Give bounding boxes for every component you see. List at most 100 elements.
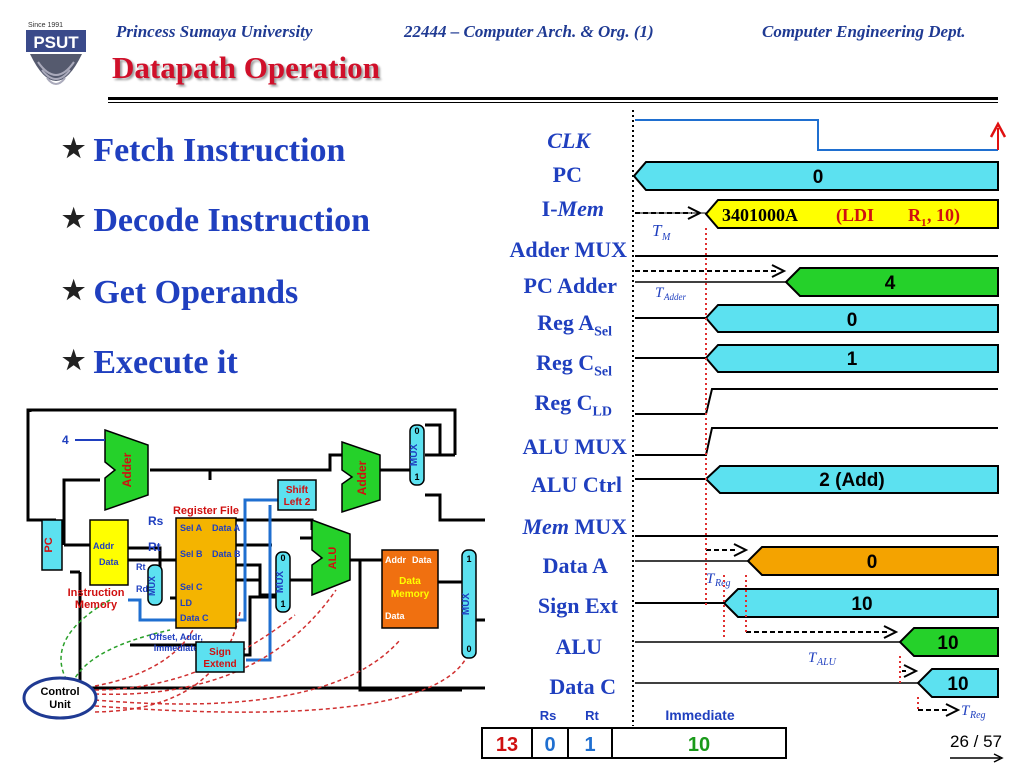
reg-c-sel-bus [704, 344, 999, 373]
signal-alu-label: ALU [555, 634, 602, 659]
star-icon: ★ [62, 346, 86, 375]
rt-field: 1 [584, 734, 595, 756]
mux-rf-label: MUX [147, 576, 157, 596]
signal-mem-mux-label: Mem MUX [522, 514, 628, 539]
signal-pc-adder-label: PC Adder [523, 273, 618, 298]
mux-out-label: MUX [461, 593, 472, 616]
register-file [175, 517, 237, 629]
rs-field-label: Rs [540, 708, 557, 723]
talu-label: T [808, 650, 818, 666]
mux-alu-1: 1 [280, 599, 285, 609]
reg-c-ld-line [635, 388, 998, 415]
datapath-diagram: Adder 4 Adder 0 MUX 1 Shift Left 2 PC Ad… [22, 408, 485, 720]
signal-reg-c-ld-label: Reg CLD [534, 390, 613, 420]
pc-value: 0 [813, 167, 824, 188]
header-course: 22444 – Computer Arch. & Org. (1) [404, 22, 654, 41]
talu-sub: ALU [816, 657, 837, 668]
alu-mux-line [635, 427, 998, 456]
mux-alu [275, 551, 291, 613]
const-4: 4 [62, 433, 69, 447]
imem-hex: 3401000A [722, 205, 798, 225]
imem-reg: R [908, 205, 922, 225]
timing-markers [705, 228, 919, 712]
pc-register-label: PC [43, 537, 55, 552]
dmem-label-2: Memory [391, 589, 430, 600]
opcode-field: 13 [496, 734, 518, 756]
instruction-format: Rs Rt Immediate 13 0 1 10 [481, 707, 787, 759]
signal-clk-label: CLK [547, 128, 590, 153]
rf-data-c: Data C [180, 613, 209, 623]
rf-sel-b: Sel B [180, 549, 203, 559]
dmem-addr: Addr [385, 555, 406, 565]
pc-adder-bus [784, 267, 999, 297]
treg-sub: Reg [714, 578, 731, 589]
clk-edge-arrow-icon [989, 121, 1007, 138]
alu-unit-label: ALU [327, 547, 339, 570]
rs-field: 0 [544, 734, 555, 756]
mux-out-1: 1 [466, 554, 471, 564]
shift-left-2 [277, 479, 317, 511]
mux-alu-label: MUX [275, 571, 286, 594]
offset-label-2: Immediate [154, 643, 199, 653]
adder-1 [104, 428, 149, 512]
bullet-operands: ★Get Operands [62, 274, 299, 311]
alu-unit [311, 518, 351, 597]
alu-value: 10 [937, 633, 958, 654]
treg2-sub: Reg [969, 710, 986, 721]
control-unit-1: Control [40, 686, 79, 698]
page-number: 26 / 57 [950, 732, 1002, 751]
signal-reg-c-sel-label: Reg CSel [536, 350, 612, 380]
tadder-sub: Adder [663, 292, 686, 302]
data-memory [381, 549, 439, 629]
adder-1-label: Adder [120, 452, 134, 487]
treg2-label: T [961, 703, 971, 719]
mux-out-0: 0 [466, 644, 471, 654]
dmem-data-out: Data [412, 555, 433, 565]
mux-out [461, 549, 477, 659]
rt-field-label: Rt [585, 708, 599, 723]
signal-pc-label: PC [552, 162, 582, 187]
bullet-execute: ★Execute it [62, 344, 238, 381]
treg-label: T [706, 571, 716, 587]
data-c-value: 10 [947, 674, 968, 695]
shift-line1: Shift [286, 485, 309, 496]
imem-rest: , 10) [927, 205, 960, 226]
rf-data-b: Data B [212, 549, 241, 559]
star-icon: ★ [62, 134, 86, 163]
title-rule [108, 97, 998, 100]
sign-extend [195, 641, 245, 673]
adder-2 [341, 440, 381, 514]
alu-ctrl-bus [704, 465, 999, 494]
register-file-title: Register File [173, 505, 239, 517]
control-unit-2: Unit [49, 699, 71, 711]
signal-sign-ext-label: Sign Ext [537, 593, 618, 618]
header-university: Princess Sumaya University [116, 22, 313, 41]
imem-reg-sub: 1 [921, 217, 927, 229]
mux-top-label: MUX [409, 444, 420, 467]
data-c-bus [916, 668, 999, 698]
pc-bus [632, 161, 999, 191]
signal-adder-mux-label: Adder MUX [509, 237, 627, 262]
rf-sel-a: Sel A [180, 523, 203, 533]
data-a-value: 0 [867, 552, 878, 573]
alu-bus [898, 627, 999, 657]
mux-alu-0: 0 [280, 553, 285, 563]
mux-top-1: 1 [414, 472, 419, 482]
imem-addr: Addr [93, 541, 114, 551]
imm-field: 10 [688, 734, 710, 756]
shift-line2: Left 2 [284, 497, 311, 508]
pc-register [41, 519, 63, 571]
header-department: Computer Engineering Dept. [762, 22, 966, 41]
dmem-label-1: Data [399, 576, 421, 587]
mux-top [409, 424, 425, 486]
sign-extend-1: Sign [209, 647, 231, 658]
mux-top-0: 0 [414, 426, 419, 436]
signal-imem-label: I-Mem [541, 196, 604, 221]
signal-data-a-label: Data A [542, 553, 608, 578]
imem-data: Data [99, 557, 120, 567]
tm-sub: M [661, 232, 671, 243]
tm-label: T [652, 221, 663, 240]
star-icon: ★ [62, 204, 86, 233]
clk-waveform [635, 119, 998, 151]
